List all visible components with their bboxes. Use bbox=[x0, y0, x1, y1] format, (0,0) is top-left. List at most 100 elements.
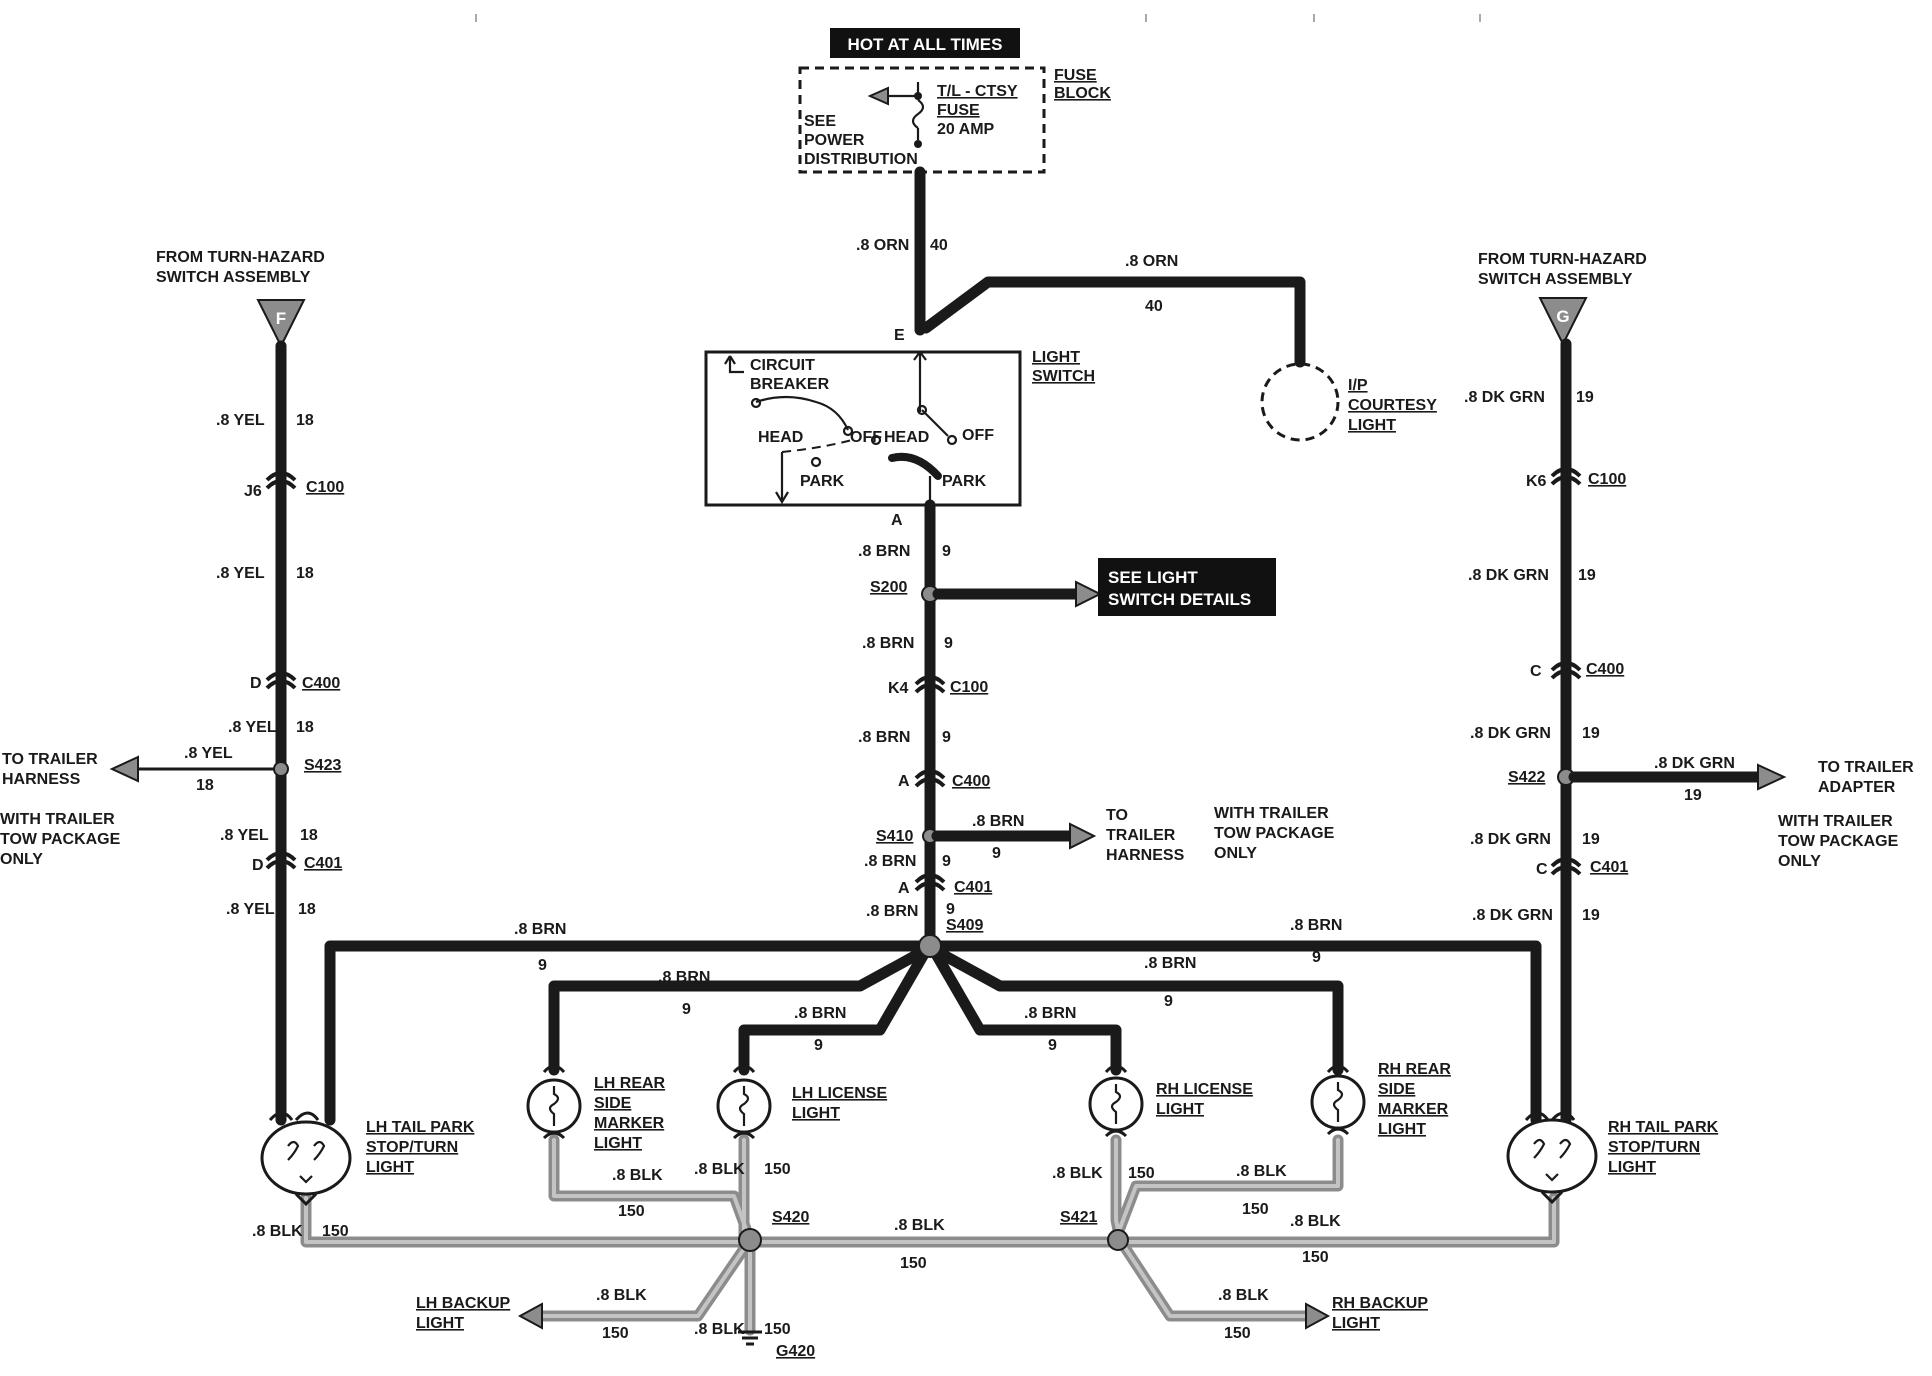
dkgrn-num-2: 19 bbox=[1578, 567, 1596, 584]
left-note-2: TOW PACKAGE bbox=[0, 831, 121, 848]
connector-c100-center bbox=[914, 675, 946, 694]
blk-lhbk-num: 150 bbox=[602, 1325, 629, 1342]
rh-tail-2: STOP/TURN bbox=[1608, 1139, 1700, 1156]
wire-brn-to-lh-tail bbox=[324, 940, 936, 1126]
switch-off-right: OFF bbox=[962, 427, 994, 444]
connector-c400-right bbox=[1550, 661, 1582, 680]
connector-c401-right bbox=[1550, 857, 1582, 876]
splice-s422-label: S422 bbox=[1508, 769, 1545, 786]
brn-num-1: 9 bbox=[942, 543, 951, 560]
lh-side-1: LH REAR bbox=[594, 1075, 666, 1092]
connector-c401-center bbox=[914, 873, 946, 892]
center-note-3: ONLY bbox=[1214, 845, 1257, 862]
lh-tail-1: LH TAIL PARK bbox=[366, 1119, 475, 1136]
arrow-right-icon bbox=[1069, 822, 1097, 850]
arrow-right-icon bbox=[1075, 580, 1103, 608]
rh-backup-light-icon bbox=[1305, 1302, 1331, 1330]
left-source-2: SWITCH ASSEMBLY bbox=[156, 269, 311, 286]
dkgrn-num-5: 19 bbox=[1582, 907, 1600, 924]
blk-rhtail-label: .8 BLK bbox=[1290, 1213, 1341, 1230]
lh-backup-light-icon bbox=[517, 1302, 543, 1330]
c401-right-label: C401 bbox=[1590, 859, 1628, 876]
splice-s420 bbox=[738, 1228, 762, 1252]
blk-gnd-num: 150 bbox=[764, 1321, 791, 1338]
c400-center-label: C400 bbox=[952, 773, 990, 790]
blk-lhlic-num: 150 bbox=[764, 1161, 791, 1178]
c400-right-label: C400 bbox=[1586, 661, 1624, 678]
right-note-1: WITH TRAILER bbox=[1778, 813, 1893, 830]
see-power-2: POWER bbox=[804, 132, 865, 149]
blk-lhside-label: .8 BLK bbox=[612, 1167, 663, 1184]
left-note-3: ONLY bbox=[0, 851, 43, 868]
pin-a-c401: A bbox=[898, 880, 910, 897]
lh-license-2: LIGHT bbox=[792, 1105, 840, 1122]
left-source-1: FROM TURN-HAZARD bbox=[156, 249, 325, 266]
blk-gnd-label: .8 BLK bbox=[694, 1321, 745, 1338]
brn-rhtail-label: .8 BRN bbox=[1290, 917, 1342, 934]
dkgrn-num-3: 19 bbox=[1582, 725, 1600, 742]
yel-num-5: 18 bbox=[298, 901, 316, 918]
switch-pin-a: A bbox=[891, 512, 903, 529]
light-switch-box bbox=[704, 350, 1022, 507]
source-f-triangle bbox=[256, 299, 306, 349]
splice-s423 bbox=[273, 761, 289, 777]
wire-brn-to-lh-side bbox=[548, 946, 928, 1076]
right-trailer-2: ADAPTER bbox=[1818, 779, 1896, 796]
splice-s421 bbox=[1107, 1229, 1129, 1251]
brn-rhtail-num: 9 bbox=[1312, 949, 1321, 966]
connector-c100-left bbox=[265, 471, 297, 490]
yel-label-4: .8 YEL bbox=[220, 827, 269, 844]
lh-side-4: LIGHT bbox=[594, 1135, 642, 1152]
hot-at-all-times-box bbox=[830, 28, 1020, 58]
brn-lhside-num: 9 bbox=[682, 1001, 691, 1018]
yel-label-3: .8 YEL bbox=[228, 719, 277, 736]
switch-off-left: OFF bbox=[850, 429, 882, 446]
pin-c-c400: C bbox=[1530, 663, 1542, 680]
brn-label-2: .8 BRN bbox=[862, 635, 914, 652]
splice-s409 bbox=[918, 934, 942, 958]
lh-backup-2: LIGHT bbox=[416, 1315, 464, 1332]
rh-tail-light-icon bbox=[1506, 1111, 1598, 1205]
lh-tail-3: LIGHT bbox=[366, 1159, 414, 1176]
c100-center-label: C100 bbox=[950, 679, 988, 696]
c100-right-label: C100 bbox=[1588, 471, 1626, 488]
connector-c400-left bbox=[265, 671, 297, 690]
yel-num-4: 18 bbox=[300, 827, 318, 844]
left-trailer-2: HARNESS bbox=[2, 771, 81, 788]
splice-s200-label: S200 bbox=[870, 579, 907, 596]
orn-label-right: .8 ORN bbox=[1125, 253, 1178, 270]
brn-num-2: 9 bbox=[944, 635, 953, 652]
center-trailer-1: TO bbox=[1106, 807, 1128, 824]
blk-mid-num: 150 bbox=[900, 1255, 927, 1272]
wire-brn-to-rh-tail bbox=[924, 940, 1542, 1126]
splice-s421-label: S421 bbox=[1060, 1209, 1097, 1226]
brn-lhtail-label: .8 BRN bbox=[514, 921, 566, 938]
center-trailer-brn: .8 BRN bbox=[972, 813, 1024, 830]
pin-c-c401: C bbox=[1536, 861, 1548, 878]
pin-k4: K4 bbox=[888, 680, 909, 697]
yel-label-5: .8 YEL bbox=[226, 901, 275, 918]
ground-icon bbox=[738, 1330, 762, 1346]
yel-num-3: 18 bbox=[296, 719, 314, 736]
orn-num-right: 40 bbox=[1145, 298, 1163, 315]
center-trailer-3: HARNESS bbox=[1106, 847, 1185, 864]
brn-label-5: .8 BRN bbox=[866, 903, 918, 920]
wire-brn-to-rh-side bbox=[932, 946, 1344, 1076]
pin-a-c400: A bbox=[898, 773, 910, 790]
ground-wiring bbox=[300, 1134, 1560, 1336]
blk-rhlic-label: .8 BLK bbox=[1052, 1165, 1103, 1182]
wire-brn-to-rh-license bbox=[930, 948, 1122, 1076]
center-trailer-2: TRAILER bbox=[1106, 827, 1176, 844]
brn-rhside-label: .8 BRN bbox=[1144, 955, 1196, 972]
courtesy-label-2: COURTESY bbox=[1348, 397, 1437, 414]
brn-label-3: .8 BRN bbox=[858, 729, 910, 746]
lh-license-1: LH LICENSE bbox=[792, 1085, 887, 1102]
blk-lhside-num: 150 bbox=[618, 1203, 645, 1220]
courtesy-label-1: I/P bbox=[1348, 377, 1368, 394]
right-source-1: FROM TURN-HAZARD bbox=[1478, 251, 1647, 268]
lh-license-light-icon bbox=[716, 1064, 772, 1140]
orn-label-left: .8 ORN bbox=[856, 237, 909, 254]
brn-num-3: 9 bbox=[942, 729, 951, 746]
fuse-name-1: T/L - CTSY bbox=[937, 83, 1018, 100]
